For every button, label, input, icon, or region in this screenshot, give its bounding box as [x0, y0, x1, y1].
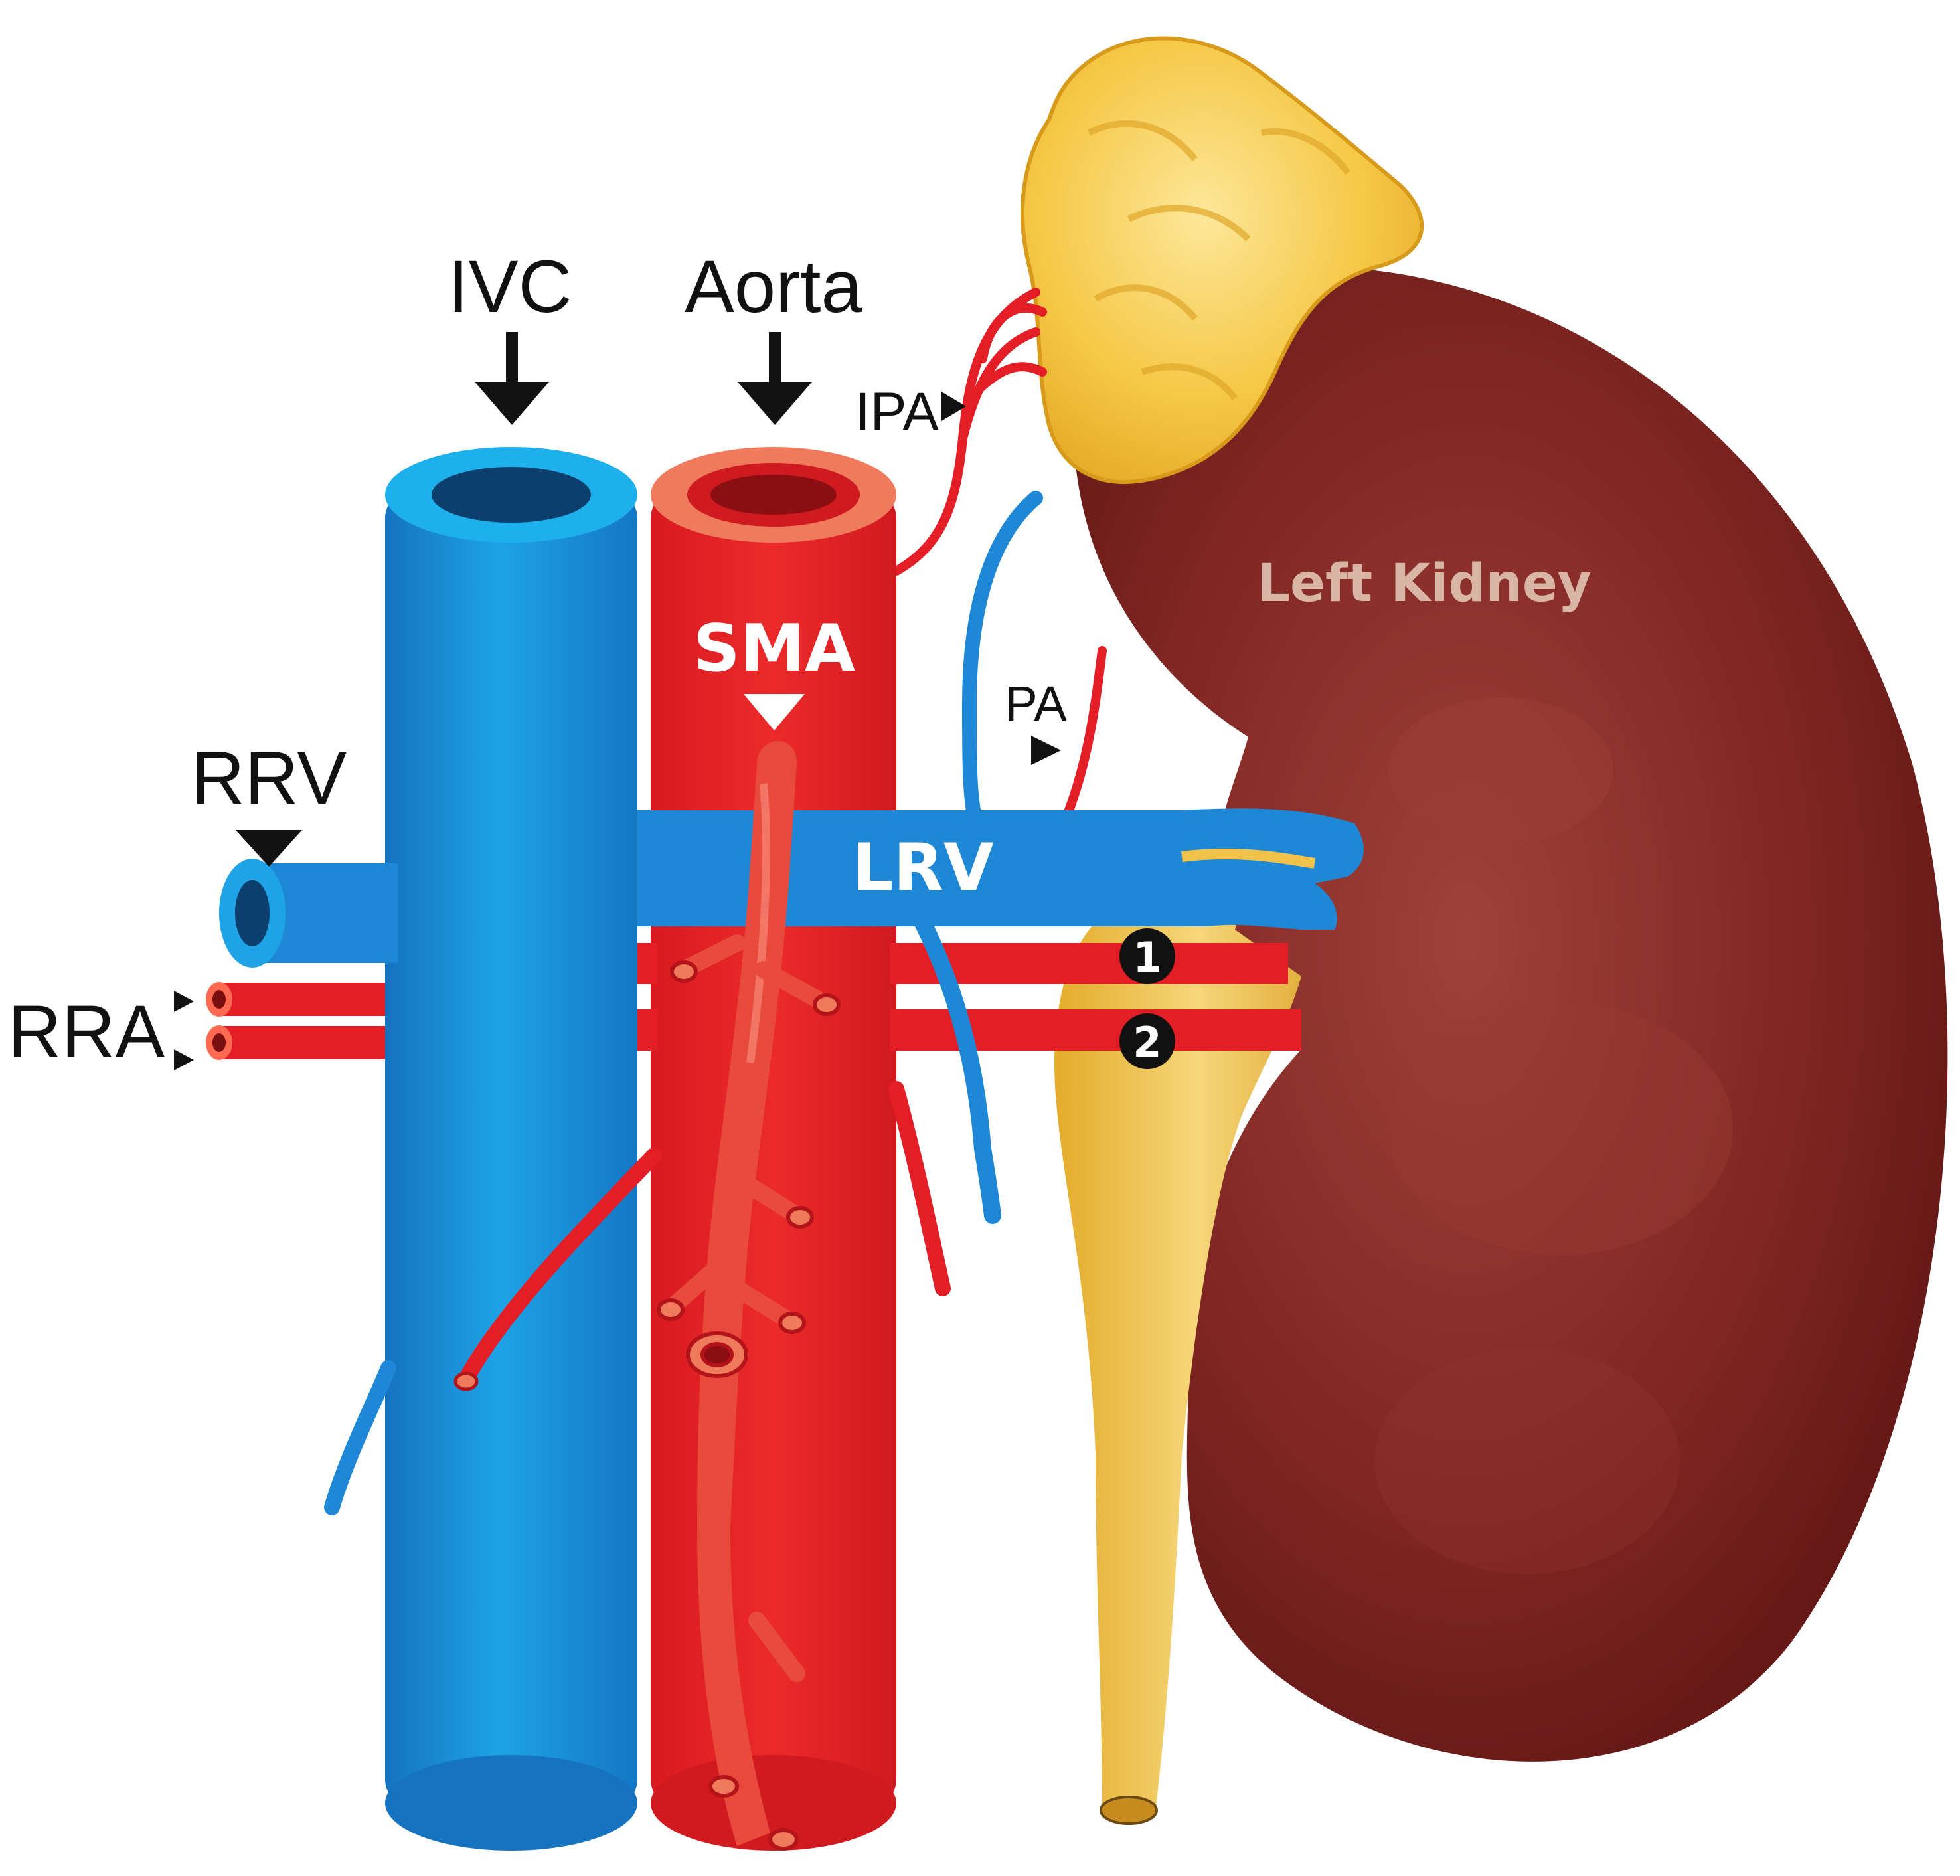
right-renal-vein [219, 859, 398, 968]
ipa-arrowhead [941, 392, 966, 421]
artery-1-number: 1 [1133, 933, 1161, 981]
left-adrenal-gland [1021, 36, 1424, 485]
sma [453, 741, 841, 1851]
ureter [1054, 844, 1341, 1825]
aorta-arrow [738, 332, 812, 425]
right-gonadal-artery [457, 1148, 662, 1389]
pa-label: PA [1005, 676, 1067, 731]
rrv-label: RRV [191, 736, 347, 819]
inferior-phrenic-artery [892, 288, 1047, 576]
right-gonadal-vein [324, 1360, 396, 1515]
sma-label: SMA [693, 611, 855, 687]
ivc-label: IVC [448, 245, 572, 328]
left-adrenal-vein [961, 491, 1043, 831]
lrv-label: LRV [852, 830, 994, 906]
sma-arrowhead [744, 694, 805, 730]
left-gonadal-vein [914, 914, 1001, 1224]
left-kidney-label: Left Kidney [1257, 554, 1591, 614]
aorta-label: Aorta [685, 245, 862, 328]
left-renal-vein [637, 808, 1364, 930]
ivc [385, 447, 637, 1851]
pa-arrowhead [1031, 736, 1061, 765]
artery-2-badge: 2 [1119, 1013, 1175, 1069]
artery-1-badge: 1 [1119, 928, 1175, 984]
left-kidney [1074, 266, 1948, 1762]
rra-label: RRA [8, 990, 165, 1073]
rra-arrowhead-upper [174, 991, 194, 1012]
ivc-arrow [475, 332, 549, 425]
rra-arrowhead-lower [174, 1049, 194, 1070]
polar-artery [1064, 646, 1107, 815]
ipa-label: IPA [855, 382, 939, 442]
right-renal-arteries [206, 982, 385, 1060]
rrv-arrowhead [236, 830, 302, 867]
artery-2-number: 2 [1133, 1018, 1161, 1066]
left-gonadal-artery [888, 1081, 951, 1296]
